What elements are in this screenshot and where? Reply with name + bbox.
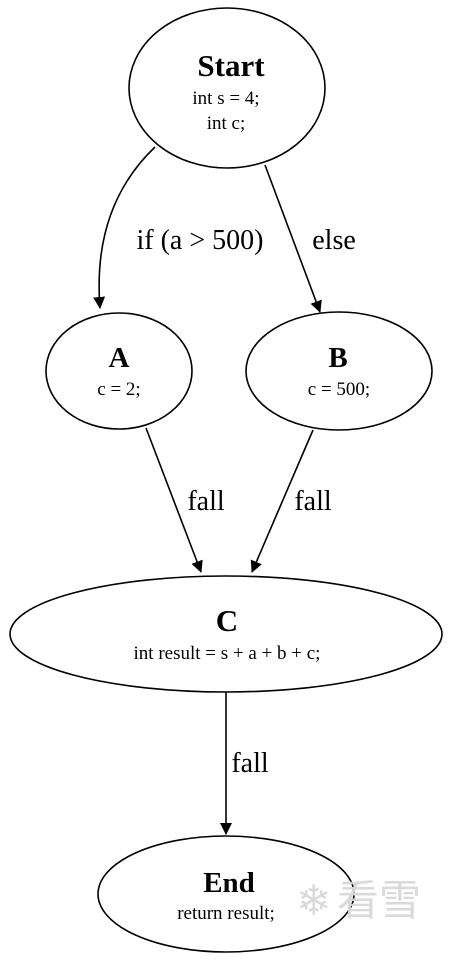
node-b-line-1: c = 500; — [308, 379, 370, 400]
node-c-title: C — [216, 603, 238, 638]
node-c-shape — [9, 575, 443, 693]
node-a-line-1: c = 2; — [97, 379, 140, 400]
node-start-line-1: int s = 4; — [192, 88, 259, 109]
edge-a-to-c-line — [145, 427, 203, 573]
node-b-shape — [245, 311, 433, 431]
edge-label-else: else — [312, 225, 356, 256]
edge-b-to-c: fall — [250, 429, 332, 573]
node-start-shape — [128, 7, 326, 169]
node-end-title: End — [203, 867, 255, 899]
edge-a-to-c: fall — [145, 427, 225, 573]
edge-label-b-fall: fall — [294, 486, 332, 517]
node-c: C int result = s + a + b + c; — [9, 575, 443, 693]
node-a-title: A — [109, 342, 130, 374]
edge-start-to-a-line — [93, 146, 156, 309]
watermark-text: 看雪 — [337, 876, 421, 925]
node-c-line-1: int result = s + a + b + c; — [134, 643, 321, 664]
edge-start-to-b: else — [264, 164, 356, 313]
node-start-title: Start — [197, 48, 265, 83]
edge-label-c-fall: fall — [231, 748, 269, 779]
node-start-line-2: int c; — [207, 113, 246, 134]
node-a: A c = 2; — [45, 312, 193, 430]
node-a-shape — [45, 312, 193, 430]
edge-label-a-fall: fall — [187, 486, 225, 517]
node-end-shape — [97, 835, 355, 953]
watermark: ❄ 看雪 — [296, 876, 421, 925]
node-b-title: B — [328, 342, 347, 374]
edge-c-to-end: fall — [220, 692, 269, 835]
edge-label-if-a-gt-500: if (a > 500) — [137, 225, 264, 256]
node-end-line-1: return result; — [177, 903, 275, 924]
edge-start-to-b-line — [264, 164, 322, 313]
watermark-snowflake-icon: ❄ — [296, 876, 331, 925]
node-b: B c = 500; — [245, 311, 433, 431]
node-start: Start int s = 4; int c; — [128, 7, 326, 169]
edge-start-to-a: if (a > 500) — [93, 146, 264, 309]
edge-b-to-c-line — [250, 429, 314, 573]
node-end: End return result; — [97, 835, 355, 953]
